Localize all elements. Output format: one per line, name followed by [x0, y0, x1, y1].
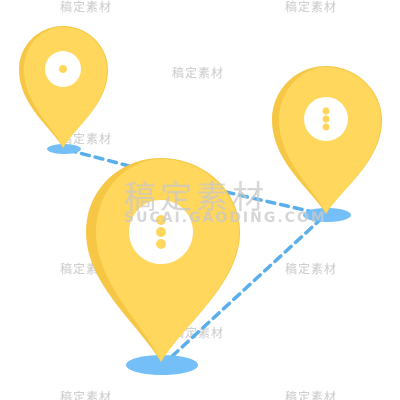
map-pin-icon: [19, 26, 108, 148]
pin-dot: [322, 115, 330, 123]
watermark-url: SUCAI.GAODING.COM: [124, 210, 327, 226]
watermark-text: 稿定素材: [172, 66, 225, 80]
watermark-text: 稿定素材: [285, 262, 338, 276]
watermark-text: 稿定素材: [60, 390, 113, 400]
watermark-text: 稿定素材: [285, 390, 338, 400]
pin-dot: [322, 123, 330, 131]
pin-shadow: [303, 208, 351, 222]
map-pin-icon: [272, 66, 382, 214]
watermark-title: 稿定素材: [124, 178, 269, 216]
pin-shadow: [47, 144, 81, 154]
map-pin-icon: [86, 158, 240, 362]
pin-dot: [322, 107, 330, 115]
pin-dot: [156, 239, 166, 249]
watermark-text: 稿定素材: [60, 132, 113, 146]
route-segment: [224, 190, 324, 216]
watermark-text: 稿定素材: [60, 0, 113, 14]
watermark-text: 稿定素材: [285, 0, 338, 14]
route-segment: [166, 216, 324, 362]
pin-dot: [156, 215, 166, 225]
pin-dot: [156, 227, 166, 237]
pin-dot: [59, 65, 67, 73]
pin-shadow: [126, 355, 198, 375]
